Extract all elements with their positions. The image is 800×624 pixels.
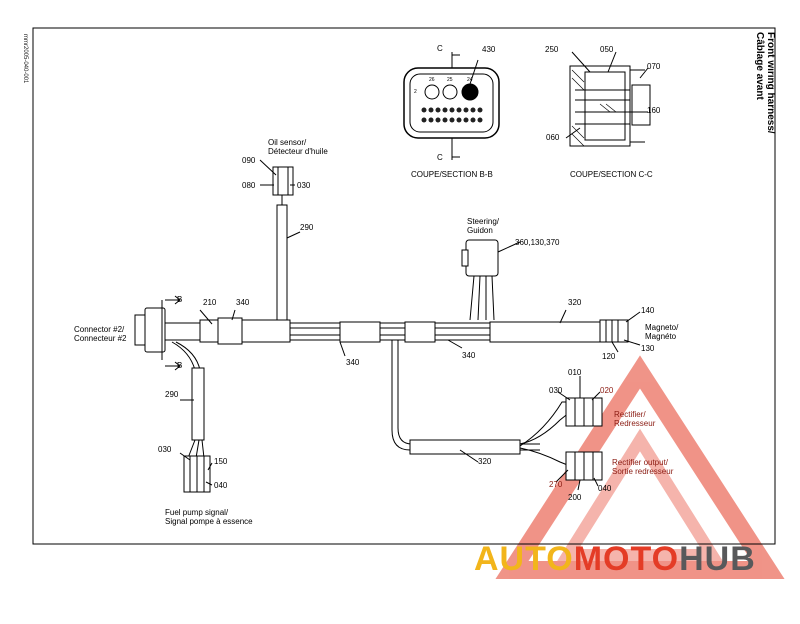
part-060: 060 bbox=[546, 133, 560, 142]
steering-connector-body bbox=[465, 239, 499, 277]
part-090: 090 bbox=[242, 156, 256, 165]
part-340-c: 340 bbox=[462, 351, 476, 360]
magneto-label-fr: Magnéto bbox=[645, 332, 677, 341]
rectifier-label: Rectifier/ Redresseur bbox=[614, 410, 655, 428]
title-line-1: Front wiring harness/ bbox=[765, 32, 776, 134]
rectifier-output-label-en: Rectifier output/ bbox=[612, 458, 669, 467]
magneto-label: Magneto/ Magnéto bbox=[645, 323, 678, 341]
fuel-pump-label-en: Fuel pump signal/ bbox=[165, 508, 229, 517]
oil-sensor-label: Oil sensor/ Détecteur d'huile bbox=[268, 138, 328, 156]
fuel-pump-label: Fuel pump signal/ Signal pompe à essence bbox=[165, 508, 253, 526]
part-340-a: 340 bbox=[236, 298, 250, 307]
section-cc-caption: COUPE/SECTION C-C bbox=[570, 170, 653, 179]
rectifier-label-fr: Redresseur bbox=[614, 419, 656, 428]
watermark-logo: AUTOMOTOHUB bbox=[474, 540, 756, 579]
rectifier-output-label: Rectifier output/ Sortie redresseur bbox=[612, 458, 673, 476]
oil-sensor-label-en: Oil sensor/ bbox=[268, 138, 307, 147]
watermark-auto: AUTO bbox=[474, 540, 574, 578]
section-mark-c-bottom: C bbox=[437, 153, 443, 162]
part-430: 430 bbox=[482, 45, 496, 54]
section-bb-caption: COUPE/SECTION B-B bbox=[411, 170, 493, 179]
part-360-130-370: 360,130,370 bbox=[515, 238, 560, 247]
part-040-rect: 040 bbox=[598, 484, 612, 493]
part-320-a: 320 bbox=[568, 298, 582, 307]
pin-number-2: 2 bbox=[414, 89, 417, 95]
part-070: 070 bbox=[647, 62, 661, 71]
part-130: 130 bbox=[641, 344, 655, 353]
part-250: 250 bbox=[545, 45, 559, 54]
oil-sensor-connector-body bbox=[272, 166, 294, 196]
pin-number-25: 25 bbox=[447, 77, 453, 83]
part-030-fuel: 030 bbox=[158, 445, 172, 454]
part-120: 120 bbox=[602, 352, 616, 361]
part-340-b: 340 bbox=[346, 358, 360, 367]
connector-2-label-en: Connector #2/ bbox=[74, 325, 125, 334]
section-bb-drawing bbox=[403, 52, 500, 160]
title-line-2: Câblage avant bbox=[754, 32, 765, 100]
document-id: mmr2005-040-001 bbox=[22, 34, 28, 84]
part-030-rect: 030 bbox=[549, 386, 563, 395]
connector-2-label-fr: Connecteur #2 bbox=[74, 334, 127, 343]
part-050: 050 bbox=[600, 45, 614, 54]
section-mark-b-top: B bbox=[177, 295, 183, 304]
magneto-connector-body bbox=[599, 319, 629, 343]
rectifier-label-en: Rectifier/ bbox=[614, 410, 646, 419]
oil-sensor-label-fr: Détecteur d'huile bbox=[268, 147, 328, 156]
steering-label: Steering/ Guidon bbox=[467, 217, 499, 235]
part-210: 210 bbox=[203, 298, 217, 307]
rectifier-output-label-fr: Sortie redresseur bbox=[612, 467, 674, 476]
part-040-fuel: 040 bbox=[214, 481, 228, 490]
harness bbox=[134, 159, 641, 493]
part-270: 270 bbox=[549, 480, 563, 489]
steering-label-en: Steering/ bbox=[467, 217, 500, 226]
pin-number-24: 24 bbox=[467, 77, 473, 83]
section-cc-drawing bbox=[565, 51, 651, 147]
steering-label-fr: Guidon bbox=[467, 226, 493, 235]
watermark-hub: HUB bbox=[679, 540, 756, 578]
fuel-pump-label-fr: Signal pompe à essence bbox=[165, 517, 253, 526]
part-010: 010 bbox=[568, 368, 582, 377]
part-160: 160 bbox=[647, 106, 661, 115]
part-150: 150 bbox=[214, 457, 228, 466]
pin-number-26: 26 bbox=[429, 77, 435, 83]
part-290-oil: 290 bbox=[300, 223, 314, 232]
part-290-fuel: 290 bbox=[165, 390, 179, 399]
watermark-moto: MOTO bbox=[573, 540, 680, 578]
part-030-oil: 030 bbox=[297, 181, 311, 190]
diagram-title: Front wiring harness/ Câblage avant bbox=[754, 32, 776, 134]
magneto-label-en: Magneto/ bbox=[645, 323, 679, 332]
part-020: 020 bbox=[600, 386, 614, 395]
part-140: 140 bbox=[641, 306, 655, 315]
section-mark-b-bottom: B bbox=[177, 361, 183, 370]
page-frame bbox=[32, 27, 776, 545]
connector-2-label: Connector #2/ Connecteur #2 bbox=[74, 325, 126, 343]
part-320-b: 320 bbox=[478, 457, 492, 466]
part-200: 200 bbox=[568, 493, 582, 502]
section-mark-c-top: C bbox=[437, 44, 443, 53]
part-080: 080 bbox=[242, 181, 256, 190]
